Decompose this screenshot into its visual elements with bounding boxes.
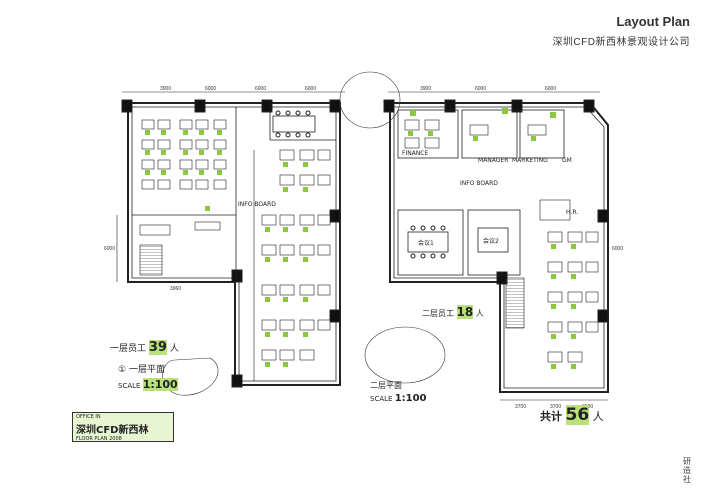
dim-bottom: 3960 [170,286,181,292]
floor1-scale: SCALE 1:100 [118,378,178,391]
r-dim-top-1: 3900 [420,86,431,92]
floor2-title: 二层平面 [370,380,402,391]
floor2-scale-label: SCALE [370,395,393,403]
floor1-scale-label: SCALE [118,382,141,390]
floor2-scale: SCALE 1:100 [370,393,427,404]
total-staff-unit: 人 [592,410,604,423]
room-gm: GM [562,157,572,164]
dim-top-4: 6000 [305,86,316,92]
r-dim-bottom-1: 3700 [515,404,526,410]
total-staff: 共计 56 人 [540,405,604,425]
page-title: Layout Plan [616,14,690,29]
logo-line-3: FLOOR PLAN 2008 [76,436,122,442]
total-staff-label: 共计 [540,410,562,423]
right-info-board-label: INFO BOARD [460,180,498,187]
room-manager: MANAGER [478,157,508,164]
floor1-staff-count: 一层员工 39 人 [110,340,179,355]
floor2-staff-label: 二层员工 [422,309,454,318]
annotation-bubbles [162,71,446,396]
floor1-number: ① [118,365,127,375]
floor1-staff-value: 39 [148,340,167,355]
left-info-board-label: INFO BOARD [238,201,276,208]
r-dim-bottom-2: 3700 [550,404,561,410]
room-marketing: MARKETING [512,157,548,164]
floor2-staff-unit: 人 [475,309,484,318]
company-subtitle: 深圳CFD新西林景观设计公司 [552,37,690,48]
floor1-scale-value: 1:100 [142,378,178,391]
project-logo: OFFICE IN 深圳CFD新西林 FLOOR PLAN 2008 [72,412,174,442]
logo-line-1: OFFICE IN [76,414,101,420]
floor2-scale-value: 1:100 [394,393,427,404]
dim-top-1: 3900 [160,86,171,92]
total-staff-value: 56 [565,405,590,425]
r-dim-right: 6000 [612,246,623,252]
second-floor-plan: 3900 6000 6000 3700 3700 3600 6000 [383,86,623,410]
r-dim-top-3: 6000 [545,86,556,92]
room-meeting-2: 会议2 [483,237,499,245]
room-meeting-1: 会议1 [418,239,434,247]
floor2-staff-value: 18 [456,305,474,319]
floor1-staff-unit: 人 [169,344,179,354]
floor1-title: ① 一层平面 [118,362,165,375]
floor1-label: 一层平面 [128,365,165,375]
right-plan-desks [404,108,599,369]
floor2-title-label: 二层平面 [370,381,402,390]
studio-stamp: 研 造 社 [683,457,691,484]
dim-left: 6000 [104,246,115,252]
floor1-staff-label: 一层员工 [110,344,147,354]
dim-top-2: 6000 [205,86,216,92]
r-dim-top-2: 6000 [475,86,486,92]
dim-top-3: 6000 [255,86,266,92]
room-hr: H.R. [566,209,578,216]
left-open-office-desks [141,119,227,211]
room-finance: FINANCE [402,150,428,157]
logo-line-2: 深圳CFD新西林 [76,425,149,436]
floor2-staff-count: 二层员工 18 人 [422,305,484,319]
left-plan-east-desks [261,149,331,367]
